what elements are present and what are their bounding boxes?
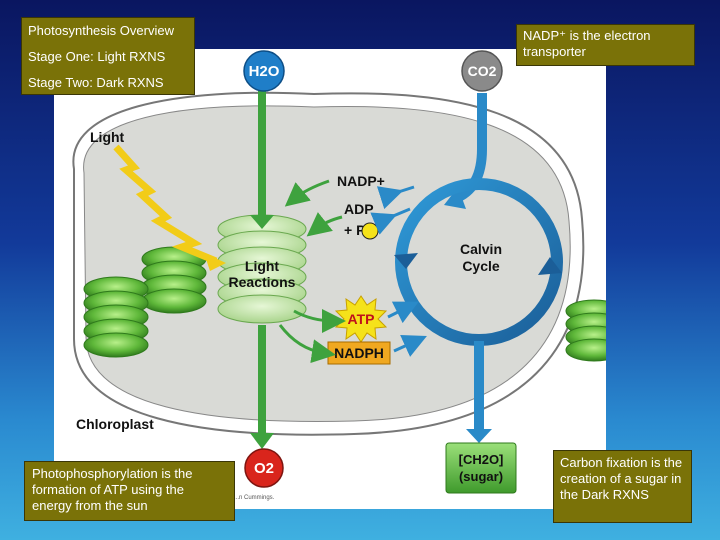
image-credit: ...n Cummings. bbox=[234, 495, 275, 501]
h2o-badge bbox=[243, 50, 285, 92]
photosynthesis-diagram: H2O O2 CO2 [CH2O] (sugar) Ligh bbox=[72, 50, 623, 494]
carbon-fixation-box: Carbon fixation is the creation of a sug… bbox=[553, 450, 692, 523]
chloroplast-label: Chloroplast bbox=[76, 416, 154, 432]
h2o-stem bbox=[258, 89, 266, 219]
atp-to-cycle-arrow bbox=[387, 301, 419, 324]
o2-stem bbox=[258, 325, 266, 437]
co2-badge bbox=[461, 50, 503, 92]
sugar-label-1: [CH2O] bbox=[459, 452, 504, 467]
photophosphorylation-box: Photophosphorylation is the formation of… bbox=[24, 461, 235, 521]
sugar-label-2: (sugar) bbox=[459, 469, 503, 484]
nadp-label: NADP+ bbox=[337, 173, 385, 189]
o2-label: O2 bbox=[254, 460, 274, 477]
nadph-to-cycle-arrow bbox=[393, 335, 427, 357]
nadph-label: NADPH bbox=[334, 345, 384, 361]
sugar-box bbox=[445, 442, 517, 494]
thylakoid-stack-right bbox=[565, 299, 623, 362]
light-zigzag bbox=[113, 144, 218, 265]
h2o-label: H2O bbox=[249, 63, 280, 80]
photophosphorylation-text: Photophosphorylation is the formation of… bbox=[32, 466, 193, 513]
pi-circle bbox=[361, 222, 379, 240]
nadp-arrow bbox=[284, 179, 330, 207]
adp-return-arrow bbox=[370, 207, 411, 235]
sugar-arrowhead bbox=[466, 429, 492, 443]
h2o-arrowhead bbox=[250, 215, 274, 229]
light-reactions-label-1: Light bbox=[245, 258, 280, 274]
diagram-panel: H2O O2 CO2 [CH2O] (sugar) Ligh bbox=[54, 49, 623, 509]
light-reactions-label-2: Reactions bbox=[229, 274, 296, 290]
calvin-label-1: Calvin bbox=[460, 241, 502, 257]
adp-label: ADP bbox=[344, 201, 374, 217]
sugar-stem bbox=[474, 341, 484, 431]
nadph-arrow bbox=[278, 324, 336, 364]
atp-arrow bbox=[293, 308, 346, 333]
thylakoid-stacks-left bbox=[83, 246, 207, 358]
carbon-fixation-text: Carbon fixation is the creation of a sug… bbox=[560, 455, 683, 502]
nadp-return-arrow bbox=[376, 185, 415, 210]
overview-stage-two: Stage Two: Dark RXNS bbox=[28, 75, 164, 90]
co2-label: CO2 bbox=[468, 63, 497, 79]
light-zigzag-head bbox=[204, 253, 226, 271]
light-label: Light bbox=[90, 129, 125, 145]
nadp-note-text: NADP⁺ is the electron transporter bbox=[523, 28, 651, 59]
atp-label: ATP bbox=[348, 311, 375, 327]
o2-badge bbox=[244, 448, 284, 488]
light-reactions-thylakoid bbox=[217, 214, 307, 324]
calvin-arrowhead-left bbox=[394, 253, 418, 269]
calvin-label-2: Cycle bbox=[462, 258, 500, 274]
overview-stage-one: Stage One: Light RXNS bbox=[28, 49, 166, 64]
adp-arrow bbox=[306, 212, 343, 237]
o2-arrowhead bbox=[250, 433, 274, 449]
overview-title: Photosynthesis Overview bbox=[28, 23, 174, 38]
overview-box: Photosynthesis Overview Stage One: Light… bbox=[21, 17, 195, 95]
nadp-note-box: NADP⁺ is the electron transporter bbox=[516, 24, 695, 66]
calvin-arrowhead-right bbox=[538, 257, 562, 275]
co2-arrowhead bbox=[444, 187, 466, 209]
